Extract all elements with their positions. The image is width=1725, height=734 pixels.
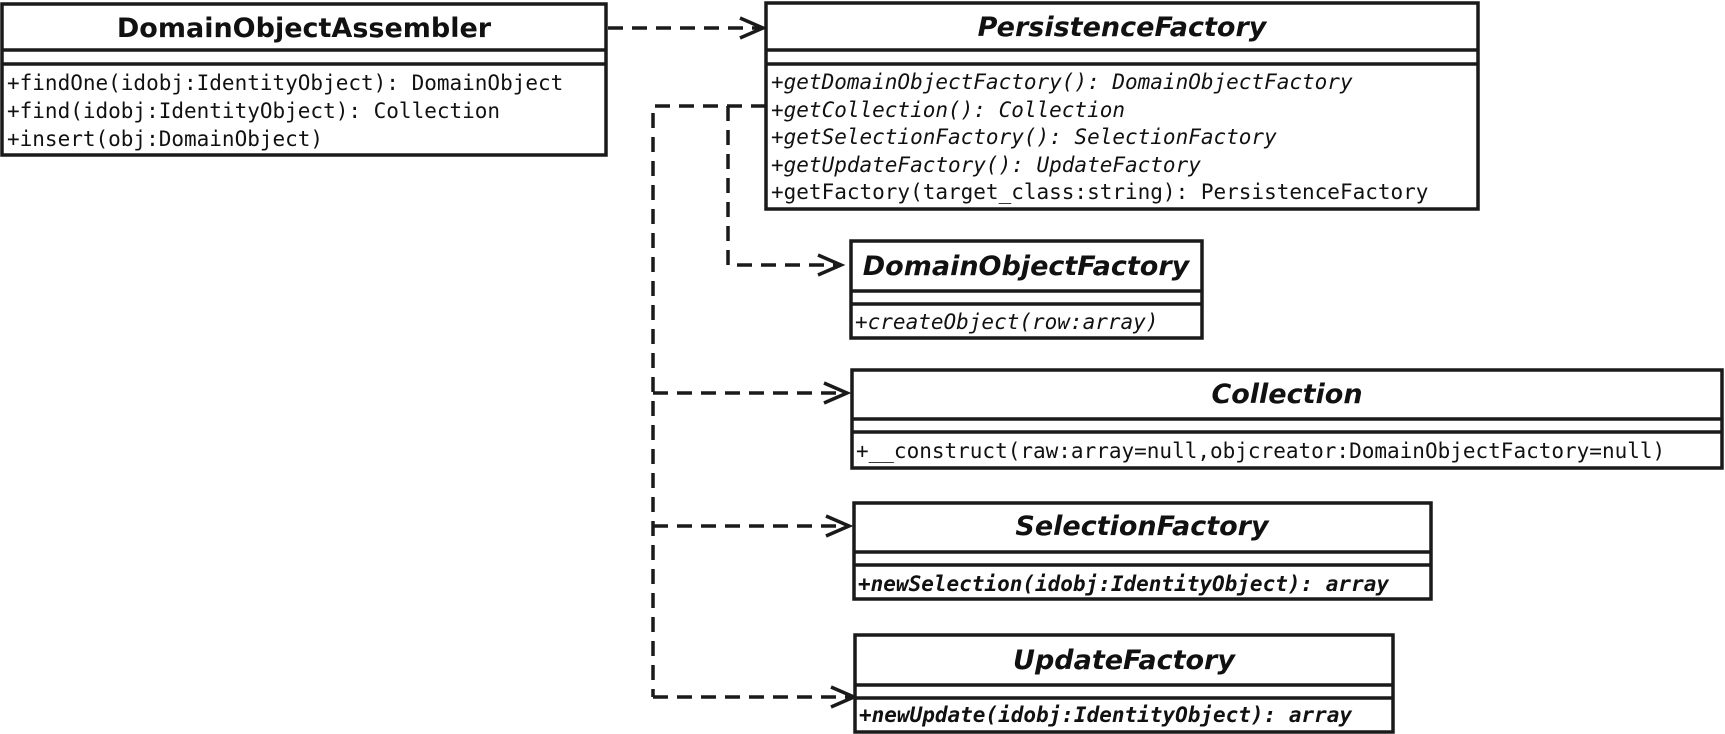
method-insert: +insert(obj:DomainObject) — [7, 127, 323, 151]
class-name: UpdateFactory — [1013, 645, 1236, 676]
method-create-object: +createObject(row:array) — [855, 310, 1158, 334]
method-find-one: +findOne(idobj:IdentityObject): DomainOb… — [7, 71, 563, 95]
class-selection-factory: SelectionFactory +newSelection(idobj:Ide… — [852, 501, 1433, 601]
method-find: +find(idobj:IdentityObject): Collection — [7, 99, 500, 123]
class-name: DomainObjectAssembler — [117, 13, 492, 44]
class-name: Collection — [1211, 379, 1362, 410]
class-update-factory: UpdateFactory +newUpdate(idobj:IdentityO… — [853, 633, 1395, 734]
dependency-outer-trunk — [651, 104, 766, 697]
method-get-collection: +getCollection(): Collection — [771, 98, 1125, 122]
class-persistence-factory: PersistenceFactory +getDomainObjectFacto… — [764, 1, 1480, 211]
dependency-arrows — [608, 16, 859, 709]
class-name: SelectionFactory — [1015, 511, 1270, 542]
arrowhead-persistence-factory — [739, 16, 768, 40]
class-domain-object-factory: DomainObjectFactory +createObject(row:ar… — [849, 239, 1204, 340]
method-new-selection: +newSelection(idobj:IdentityObject): arr… — [858, 572, 1389, 596]
arrowhead-collection — [823, 381, 852, 405]
dependency-to-domain-object-factory — [726, 106, 840, 267]
method-get-domain-object-factory: +getDomainObjectFactory(): DomainObjectF… — [771, 70, 1353, 94]
class-name: PersistenceFactory — [978, 12, 1268, 43]
class-domain-object-assembler: DomainObjectAssembler +findOne(idobj:Ide… — [0, 2, 608, 157]
arrowhead-selection-factory — [825, 514, 854, 538]
class-collection: Collection +__construct(raw:array=null,o… — [850, 368, 1724, 470]
method-get-factory: +getFactory(target_class:string): Persis… — [771, 180, 1428, 204]
method-get-selection-factory: +getSelectionFactory(): SelectionFactory — [771, 125, 1277, 149]
method-construct: +__construct(raw:array=null,objcreator:D… — [856, 439, 1665, 463]
method-get-update-factory: +getUpdateFactory(): UpdateFactory — [771, 153, 1201, 177]
method-new-update: +newUpdate(idobj:IdentityObject): array — [859, 703, 1352, 727]
class-name: DomainObjectFactory — [863, 251, 1191, 282]
arrowhead-domain-object-factory — [817, 253, 846, 277]
